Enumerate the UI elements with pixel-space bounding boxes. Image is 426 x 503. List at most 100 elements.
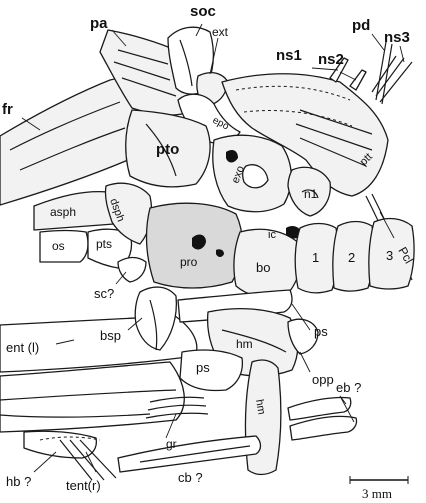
leader-ent bbox=[55, 339, 75, 345]
label-asph: asph bbox=[50, 205, 76, 219]
posttemporal-bone bbox=[221, 73, 389, 197]
label-v3: 3 bbox=[386, 248, 393, 263]
label-soc: soc bbox=[190, 3, 216, 20]
leader-ns1 bbox=[311, 67, 339, 71]
label-gr: gr bbox=[166, 437, 177, 451]
exo-notch bbox=[242, 164, 269, 189]
leader-soc bbox=[195, 23, 203, 37]
neural-spine-2 bbox=[349, 69, 367, 91]
label-v1: 1 bbox=[312, 250, 319, 265]
label-pts: pts bbox=[96, 237, 112, 251]
leader-eb bbox=[339, 395, 355, 423]
ptt-dashed-margin bbox=[235, 85, 351, 101]
gill-raker-3 bbox=[145, 412, 209, 419]
label-hb: hb ? bbox=[6, 474, 31, 489]
leader-ext bbox=[209, 37, 219, 75]
frontal-ridge bbox=[9, 101, 121, 151]
pro-foramen bbox=[192, 234, 206, 250]
basisphenoid-bone bbox=[134, 286, 178, 351]
label-ns2: ns2 bbox=[318, 51, 344, 68]
label-fr: fr bbox=[2, 101, 13, 118]
leader-pa bbox=[111, 29, 127, 47]
pterygiophore-distal bbox=[375, 41, 393, 105]
sclerotic-bone bbox=[117, 256, 147, 283]
gill-raker-2 bbox=[147, 404, 207, 411]
label-ent: ent (l) bbox=[6, 340, 39, 355]
label-v2: 2 bbox=[348, 250, 355, 265]
ptt-striations bbox=[295, 109, 373, 167]
label-pd: pd bbox=[352, 17, 370, 34]
label-hm-lower: hm bbox=[253, 398, 267, 415]
leader-ps bbox=[291, 303, 311, 331]
pto-texture bbox=[145, 123, 177, 177]
lower-jaw-outline bbox=[0, 361, 185, 433]
scale-bar-label: 3 mm bbox=[362, 486, 392, 501]
dermosphenotic-bone bbox=[104, 182, 153, 245]
epibranchial-1 bbox=[287, 396, 352, 421]
label-ic: ic bbox=[268, 229, 276, 241]
opercular-process bbox=[287, 318, 319, 355]
soc-texture bbox=[179, 39, 193, 87]
label-tent: tent(r) bbox=[66, 478, 101, 493]
lower-jaw-line-2 bbox=[0, 413, 151, 418]
leader-bsp bbox=[127, 317, 143, 331]
vertebra-3 bbox=[368, 217, 415, 290]
label-ext: ext bbox=[212, 25, 229, 39]
label-ps-left: ps bbox=[196, 360, 210, 375]
label-eb: eb ? bbox=[336, 380, 361, 395]
bsp-shaft bbox=[149, 299, 158, 351]
neural-arch-1 bbox=[287, 166, 331, 217]
leader-hb bbox=[33, 451, 57, 473]
lower-hyomandibula bbox=[244, 359, 282, 476]
label-exo: exo bbox=[230, 164, 247, 185]
label-sc: sc? bbox=[94, 286, 114, 301]
label-pto: pto bbox=[156, 141, 179, 158]
label-bsp: bsp bbox=[100, 328, 121, 343]
label-os: os bbox=[52, 239, 65, 253]
label-ns1: ns1 bbox=[276, 47, 302, 64]
leader-ns3 bbox=[399, 45, 405, 63]
label-ps-right: ps bbox=[314, 324, 328, 339]
epibranchial-2 bbox=[289, 415, 358, 441]
pterotic-bone bbox=[125, 109, 211, 188]
parietal-texture bbox=[113, 49, 177, 97]
neural-spine-3a bbox=[371, 55, 413, 103]
pro-foramen-2 bbox=[216, 249, 224, 257]
label-ns3: ns3 bbox=[384, 29, 410, 46]
leader-sc bbox=[115, 271, 127, 285]
exo-foramen bbox=[226, 150, 238, 163]
cb-texture bbox=[139, 445, 251, 463]
vertebra-2 bbox=[332, 220, 375, 292]
label-pa: pa bbox=[90, 15, 108, 32]
neural-spine-1 bbox=[329, 57, 349, 83]
n1-inner bbox=[301, 189, 319, 199]
ceratobranchial bbox=[117, 435, 262, 473]
leader-opp bbox=[299, 351, 311, 373]
parasphenoid-lower bbox=[179, 349, 244, 392]
label-opp: opp bbox=[312, 372, 334, 387]
orbitosphenoid-bone bbox=[39, 229, 89, 263]
ptt-dashed-margin-2 bbox=[243, 110, 353, 127]
leader-fr bbox=[21, 117, 41, 131]
label-bo: bo bbox=[256, 260, 270, 275]
hm-ridge bbox=[221, 329, 287, 353]
leader-pcl bbox=[379, 211, 395, 239]
frontal-ridge-2 bbox=[19, 127, 126, 171]
tent-lines bbox=[59, 439, 117, 481]
vertebra-1 bbox=[294, 222, 339, 294]
label-pro: pro bbox=[180, 255, 198, 269]
label-hm: hm bbox=[236, 337, 253, 351]
leader-ns2 bbox=[339, 71, 357, 81]
label-n1: n1 bbox=[304, 187, 318, 201]
gill-raker-1 bbox=[149, 396, 205, 403]
label-cb: cb ? bbox=[178, 470, 203, 485]
leader-pd bbox=[371, 33, 385, 51]
leader-tent bbox=[85, 451, 97, 473]
lower-jaw-line bbox=[0, 389, 177, 401]
tent-dotted bbox=[39, 436, 101, 441]
hypobranchial bbox=[23, 430, 98, 459]
leader-gr bbox=[165, 413, 177, 439]
pterosphenoid-bone bbox=[87, 228, 133, 269]
